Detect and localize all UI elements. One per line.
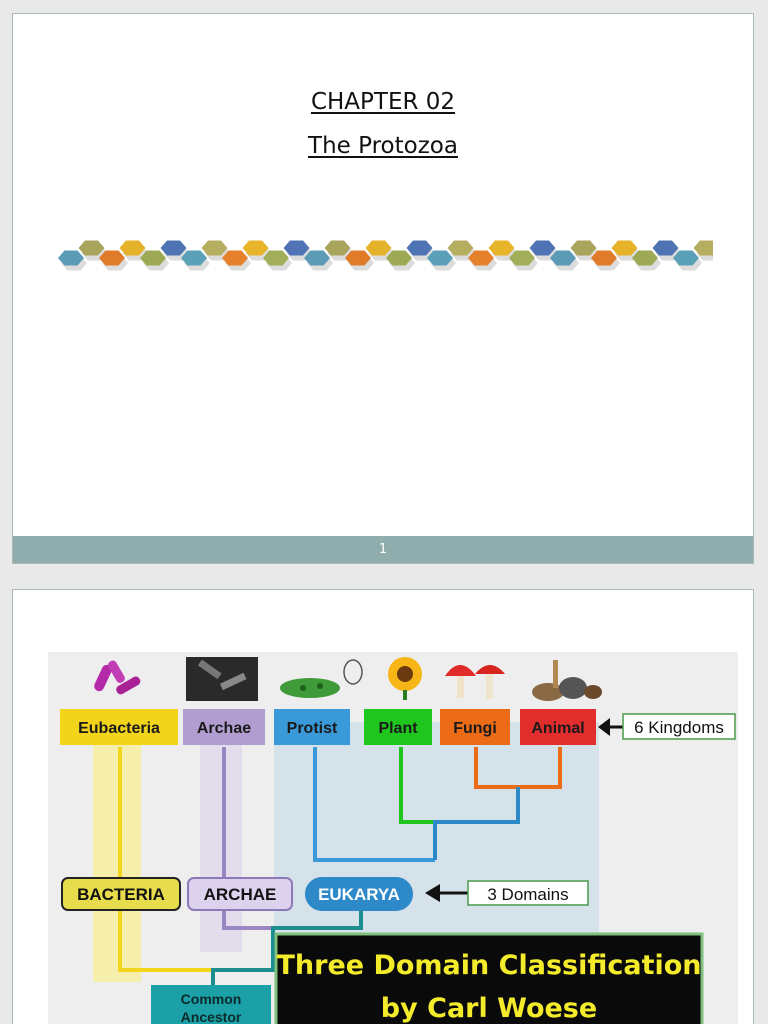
banner-line-1: Three Domain Classification	[276, 950, 701, 981]
hexagon-icon	[201, 240, 228, 256]
kingdom-label: Plant	[378, 720, 418, 737]
hexagon-icon	[632, 250, 658, 266]
kingdom-plant: Plant	[364, 709, 432, 745]
hexagon-icon	[406, 240, 433, 256]
hexagon-icon	[365, 240, 392, 256]
chapter-subtitle: The Protozoa	[308, 133, 458, 159]
hexagon-decoration-band	[58, 240, 713, 271]
domain-boxes: BACTERIA ARCHAE EUKARYA	[61, 877, 413, 911]
hexagon-icon	[324, 240, 351, 256]
kingdom-label: Eubacteria	[78, 720, 160, 737]
hexagon-icon	[447, 240, 474, 256]
kingdom-fungi: Fungi	[440, 709, 510, 745]
animal-icon	[532, 660, 602, 701]
kingdom-eubacteria: Eubacteria	[60, 709, 178, 745]
hexagon-icon	[263, 250, 289, 266]
hexagon-icon	[160, 240, 187, 256]
hexagon-icon	[693, 240, 713, 256]
kingdom-protist: Protist	[274, 709, 350, 745]
hexagon-icon	[99, 250, 125, 266]
title-banner	[274, 932, 704, 1024]
plant-icon	[388, 657, 422, 700]
archae-icon	[186, 657, 258, 701]
hexagon-icon	[652, 240, 679, 256]
banner-line-2: by Carl Woese	[381, 993, 597, 1024]
archae-lane	[200, 722, 242, 952]
hexagon-icon	[427, 250, 453, 266]
hexagon-icon	[570, 240, 597, 256]
chapter-title: CHAPTER 02	[310, 89, 456, 115]
hexagon-icon	[181, 250, 207, 266]
kingdom-animal: Animal	[520, 709, 596, 745]
bacteria-lane	[93, 722, 141, 982]
slide-1: CHAPTER 02 The Protozoa 1	[12, 13, 754, 564]
kingdom-label: Animal	[531, 720, 584, 737]
domain-label: EUKARYA	[318, 885, 400, 904]
hexagon-icon	[591, 250, 617, 266]
domain-bacteria: BACTERIA	[61, 877, 181, 911]
domains-label: 3 Domains	[487, 885, 568, 904]
hexagon-icon	[611, 240, 638, 256]
hexagon-icon	[488, 240, 515, 256]
domain-eukarya: EUKARYA	[305, 877, 413, 911]
domains-arrow-icon	[425, 884, 440, 902]
kingdom-label: Fungi	[453, 720, 497, 737]
kingdom-label: Archae	[197, 720, 251, 737]
hexagon-icon	[242, 240, 269, 256]
fungi-icon	[445, 665, 505, 699]
hexagon-icon	[222, 250, 248, 266]
hexagon-icon	[673, 250, 699, 266]
hexagon-icon	[550, 250, 576, 266]
hexagon-icon	[283, 240, 310, 256]
hexagon-icon	[119, 240, 146, 256]
ancestor-line-1: Common	[181, 991, 242, 1007]
hexagon-icon	[304, 250, 330, 266]
kingdoms-arrow-icon	[598, 718, 610, 736]
bacteria-icon	[94, 660, 141, 695]
hexagon-icon	[58, 250, 84, 266]
hexagon-icon	[509, 250, 535, 266]
domain-label: ARCHAE	[204, 885, 277, 904]
ancestor-line-2: Ancestor	[181, 1009, 242, 1024]
domain-archae: ARCHAE	[187, 877, 293, 911]
common-ancestor-box	[151, 985, 271, 1024]
domains-label-box	[467, 880, 589, 906]
hexagon-icon	[345, 250, 371, 266]
kingdoms-label-box	[622, 713, 736, 740]
protist-icon	[280, 659, 363, 698]
kingdom-boxes: Eubacteria Archae Protist Plant Fungi Animal	[60, 709, 596, 745]
hexagon-icon	[386, 250, 412, 266]
hexagon-icon	[529, 240, 556, 256]
kingdoms-label: 6 Kingdoms	[634, 718, 724, 737]
kingdom-archae: Archae	[183, 709, 265, 745]
kingdom-label: Protist	[287, 720, 338, 737]
hexagon-icon	[78, 240, 105, 256]
hexagon-icon	[468, 250, 494, 266]
domain-label: BACTERIA	[77, 885, 165, 904]
slide-footer: 1	[13, 536, 753, 563]
page-number: 1	[378, 542, 388, 557]
hexagon-icon	[140, 250, 166, 266]
